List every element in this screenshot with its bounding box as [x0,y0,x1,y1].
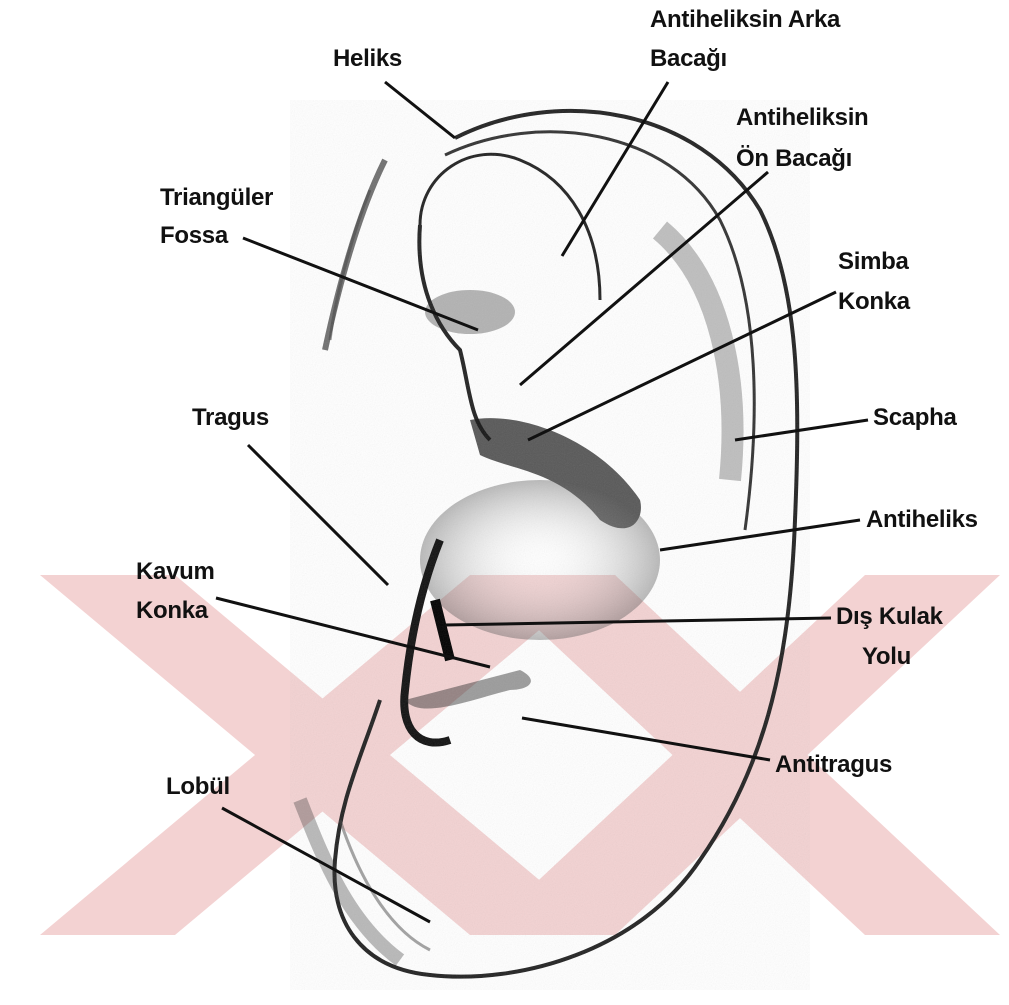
label-dis-kulak-line2: Yolu [862,643,911,671]
label-kavum-line2: Konka [136,597,208,625]
label-antiheliks-arka-line1: Antiheliksin Arka [650,6,840,34]
label-antiheliks-on-line1: Antiheliksin [736,104,868,132]
label-simba-line2: Konka [838,288,910,316]
label-scapha: Scapha [873,404,957,432]
label-lobul: Lobül [166,773,230,801]
label-triangular-line2: Fossa [160,222,228,250]
ear-illustration [290,100,810,990]
label-antiheliks-on-line2: Ön Bacağı [736,145,852,173]
label-heliks: Heliks [333,45,402,73]
label-kavum-line1: Kavum [136,558,215,586]
label-dis-kulak-line1: Dış Kulak [836,603,943,631]
label-antitragus: Antitragus [775,751,892,779]
label-triangular-line1: Triangüler [160,184,273,212]
label-tragus: Tragus [192,404,269,432]
label-simba-line1: Simba [838,248,909,276]
label-antiheliks-arka-line2: Bacağı [650,45,727,73]
label-antiheliks: Antiheliks [866,506,978,534]
